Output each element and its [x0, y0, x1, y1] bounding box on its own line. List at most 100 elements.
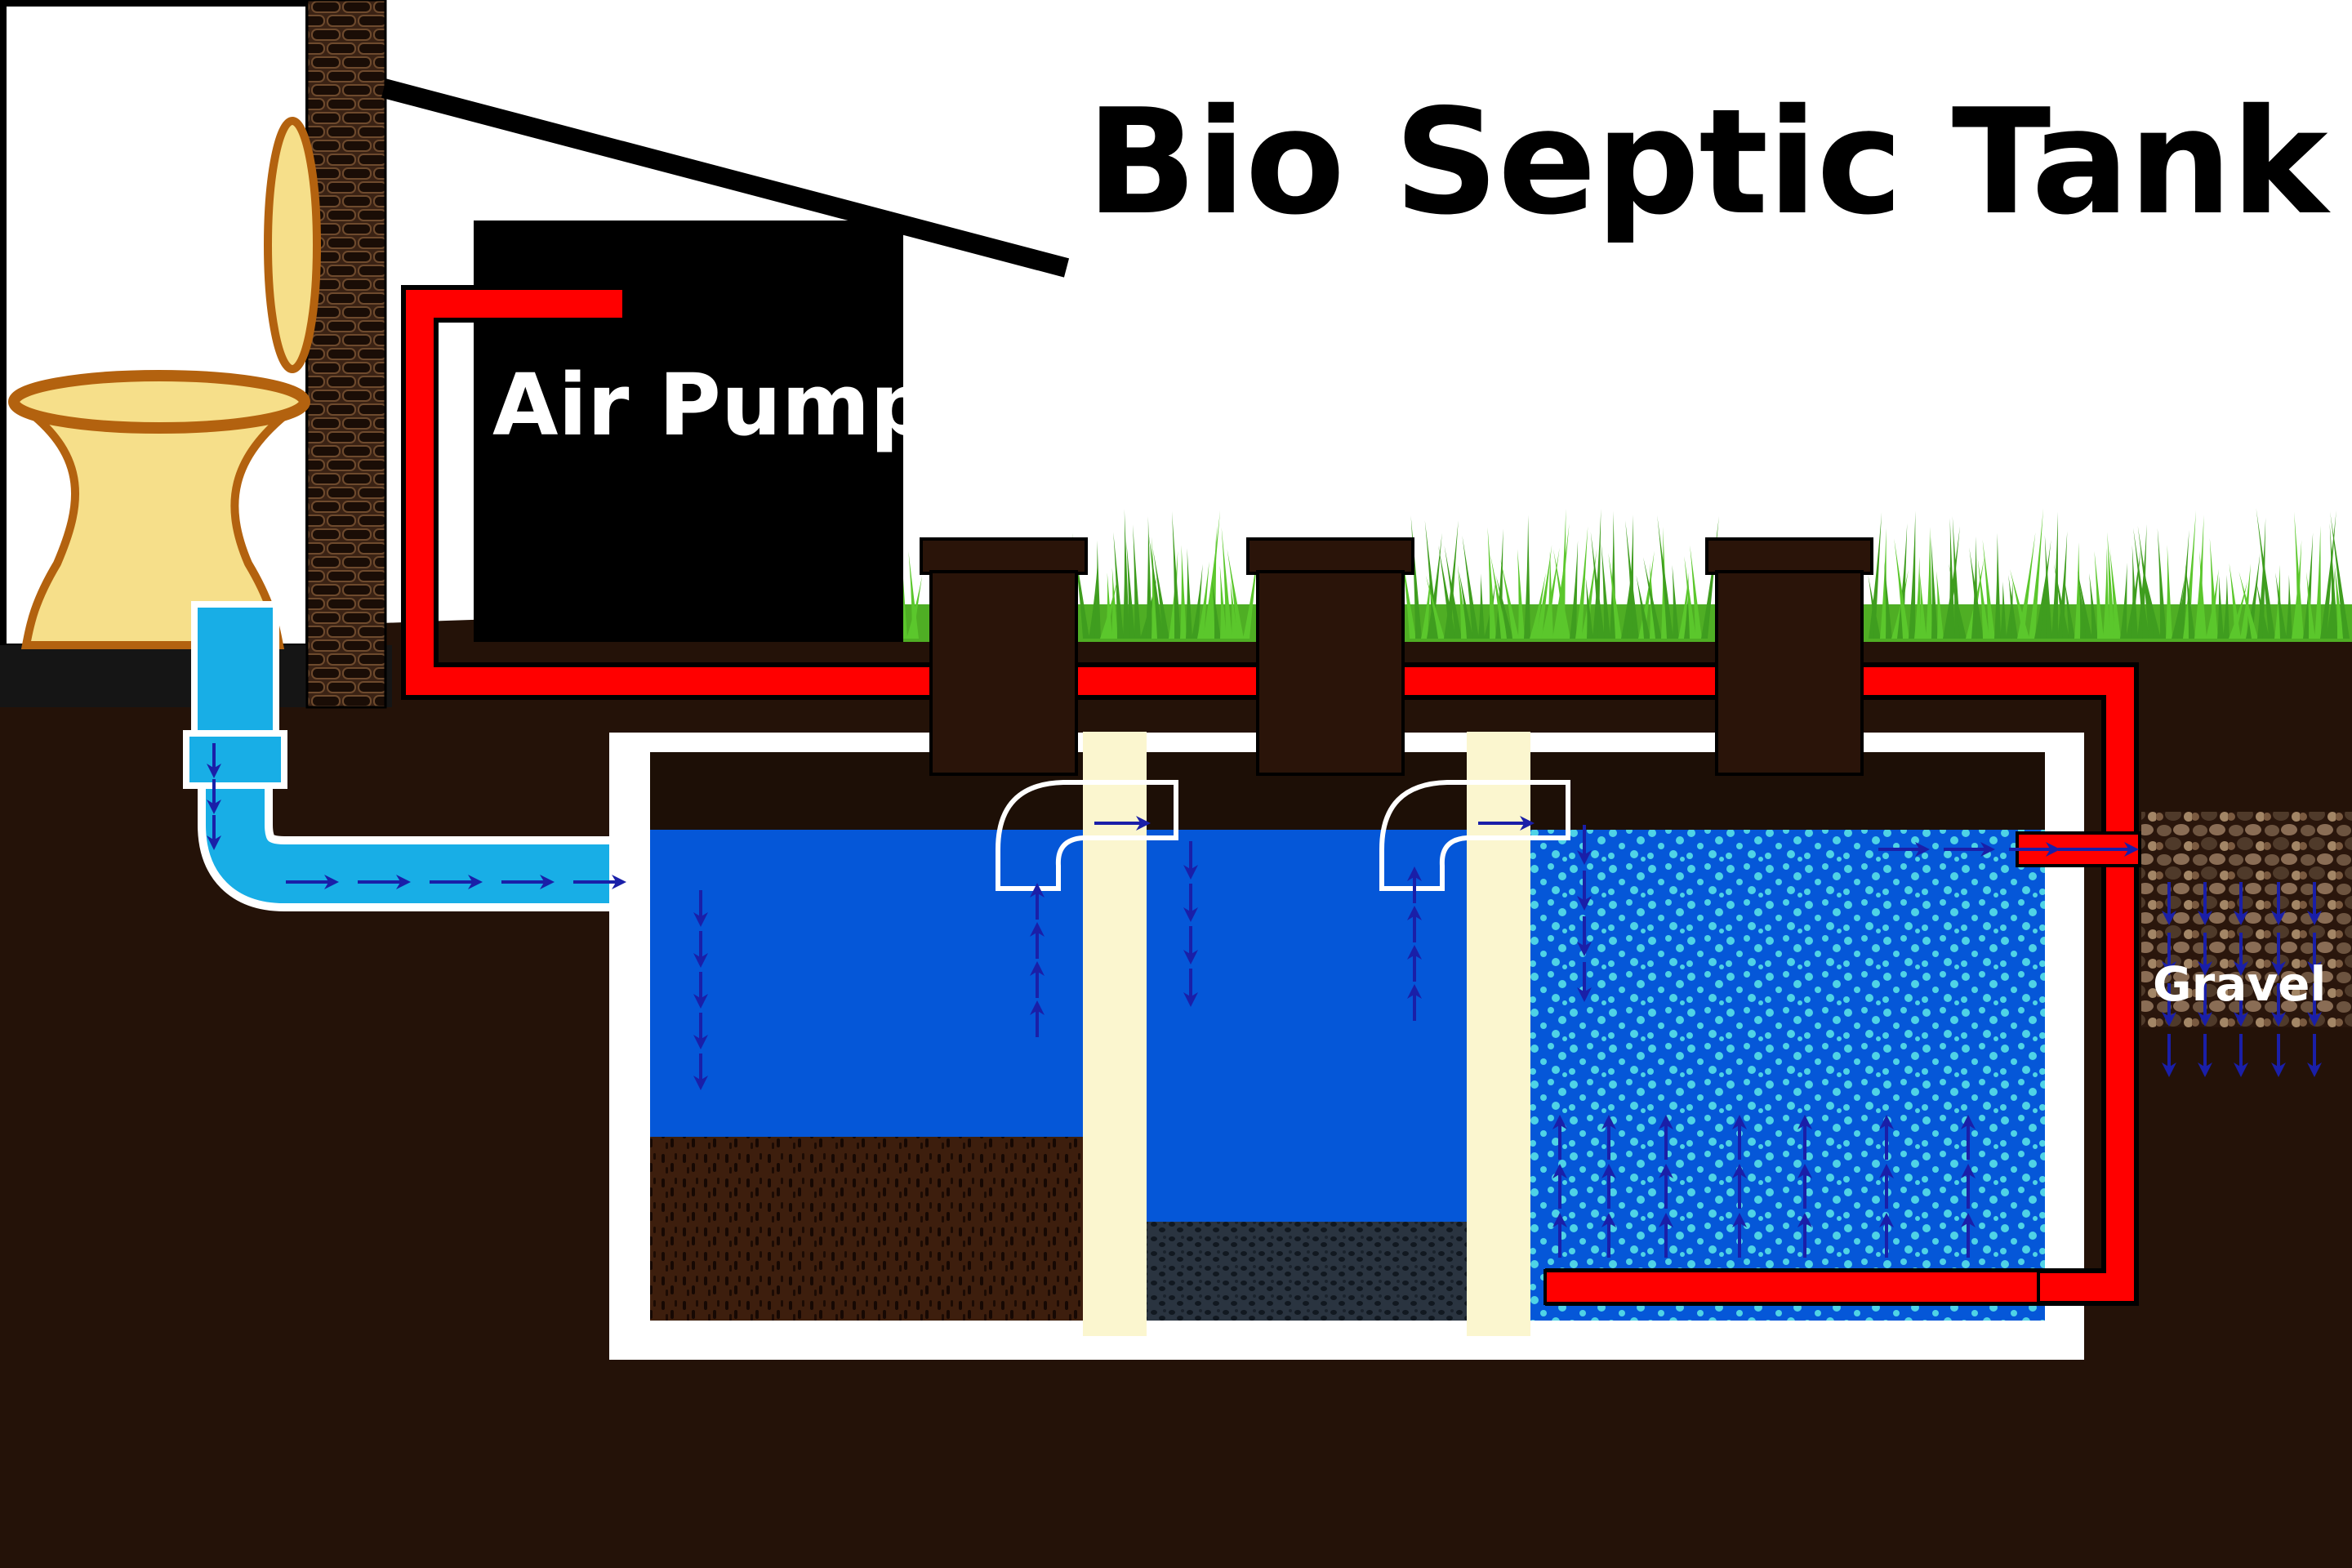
grass-blade: [2334, 563, 2344, 639]
grass-blade: [1575, 526, 1588, 639]
grass-blade: [1180, 545, 1187, 639]
grass-blade: [2294, 511, 2304, 639]
grass-blade: [2107, 532, 2115, 639]
grass-blade: [2053, 563, 2069, 639]
grass-blade: [1243, 547, 1258, 639]
grass-blade: [1171, 511, 1181, 639]
grass-blade: [1192, 564, 1203, 639]
grass-blade: [1186, 548, 1192, 639]
grass-blade: [2103, 547, 2109, 639]
grass-blade: [2044, 535, 2052, 639]
grass-blade: [1089, 564, 1098, 639]
grass-blade: [2141, 560, 2161, 639]
grass-blade: [1982, 539, 1995, 639]
air-pump-label: Air Pump: [492, 355, 931, 455]
septic-tank: [609, 732, 2084, 1360]
grass-blade: [1444, 546, 1462, 639]
manhole-1: [920, 537, 1088, 776]
grass-blade: [1949, 564, 1967, 639]
grass-blade: [2329, 523, 2338, 639]
grass-blade: [2286, 574, 2292, 639]
grass-blade: [2166, 545, 2172, 639]
grass-blade: [1570, 541, 1579, 639]
toilet-icon: [8, 117, 321, 649]
grass-blade: [908, 551, 919, 639]
grass-blade: [2303, 532, 2314, 639]
grass-blade: [1530, 572, 1546, 639]
grass-blade: [1547, 550, 1553, 639]
baffle-1: [1083, 732, 1147, 1336]
grass-blade: [1094, 540, 1101, 639]
grass-blade: [1487, 527, 1496, 639]
gravel-label: Gravel: [2153, 956, 2327, 1012]
grass-blade: [1684, 555, 1696, 639]
manhole-2: [1246, 537, 1414, 776]
grass-blade: [1994, 532, 2001, 639]
chamber-3-aeration: [1530, 830, 2045, 1321]
grass-blade: [1106, 572, 1112, 639]
elbow-pipe-2: [1379, 780, 1570, 891]
grass-blade: [2120, 563, 2127, 639]
grass-blade: [2064, 577, 2075, 639]
grass-blade: [1524, 514, 1530, 639]
grass-blade: [2077, 571, 2092, 639]
grass-blade: [1113, 532, 1124, 639]
grass-blade: [2157, 528, 2167, 639]
grass-blade: [2177, 529, 2189, 639]
grass-blade: [2008, 575, 2018, 639]
grass-blade: [1657, 514, 1673, 639]
grass-blade: [2010, 568, 2029, 639]
grass-blade: [1111, 567, 1118, 639]
grass-blade: [2275, 572, 2287, 639]
grass-blade: [1133, 524, 1141, 639]
grass-blade: [1425, 575, 1445, 639]
grass-blade: [1880, 528, 1886, 639]
grass-blade: [2256, 580, 2270, 639]
manhole-3: [1705, 537, 1873, 776]
chamber-1-water: [650, 830, 1083, 1137]
chamber-2-media: [1147, 1222, 1467, 1321]
flow-arrows: [207, 743, 2322, 1258]
grass-blade: [2000, 581, 2007, 639]
grass-blade: [1608, 552, 1622, 639]
grass-blade: [2006, 581, 2013, 639]
grass-blade: [1643, 557, 1662, 639]
grass-blade: [2306, 572, 2315, 639]
grass-blade: [2185, 564, 2195, 639]
grass-blade: [1490, 555, 1508, 639]
grass-blade: [2040, 559, 2047, 639]
grass-blade: [1884, 561, 1892, 639]
grass-blade: [1894, 538, 1909, 639]
grass-blade: [1459, 571, 1473, 639]
grass-blade: [1590, 532, 1605, 639]
grass-blade: [1457, 564, 1468, 639]
grass-blade: [1227, 549, 1244, 639]
grass-blade: [1969, 547, 1984, 639]
grass-blade: [1931, 537, 1938, 639]
grass-blade: [2109, 547, 2121, 639]
grass-blade: [2274, 564, 2281, 639]
grass-blade: [1621, 564, 1633, 639]
grass-blade: [2217, 574, 2224, 639]
grass-blade: [1478, 573, 1485, 639]
grass-icon: [895, 508, 2352, 642]
grass-blade: [2133, 528, 2149, 639]
grass-blade: [2314, 525, 2321, 639]
grass-blade: [1936, 571, 1944, 639]
grass-blade: [1146, 516, 1152, 639]
baffle-2: [1467, 732, 1530, 1336]
grass-blade: [1211, 579, 1221, 639]
grass-blade: [2223, 574, 2230, 639]
grass-blade: [1495, 575, 1513, 639]
diagram-title: Bio Septic Tank: [1086, 78, 2328, 247]
grass-blade: [1977, 559, 1989, 639]
grass-blade: [1553, 549, 1570, 639]
grass-blade: [2330, 511, 2350, 639]
grass-blade: [1462, 535, 1479, 639]
grass-blade: [2256, 508, 2275, 639]
grass-blade: [1148, 533, 1164, 639]
grass-blade: [2132, 545, 2138, 639]
brick-wall-icon: [305, 0, 387, 709]
grass-blade: [1914, 556, 1921, 639]
